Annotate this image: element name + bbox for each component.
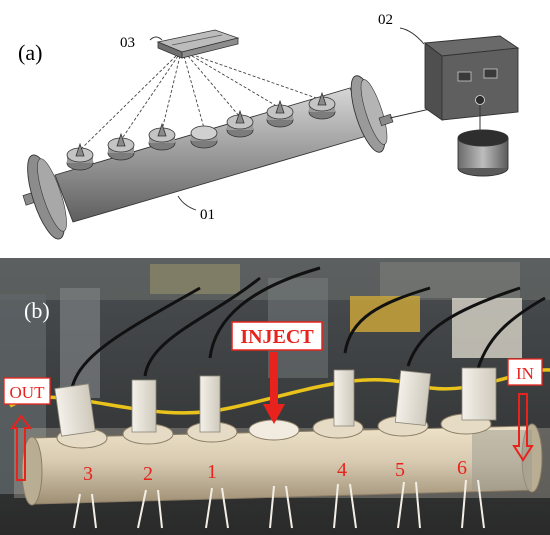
callout-pipe-label: 01: [200, 207, 215, 223]
sensor-numbers: 3 2 1 4 5 6: [83, 457, 467, 485]
panel-a-label: (a): [18, 40, 42, 65]
data-logger: [156, 29, 240, 59]
experimental-setup-photo: (b) INJECT: [0, 258, 550, 535]
schematic-diagram: (a) 03: [18, 12, 520, 240]
sensor-mount-3: [148, 122, 176, 151]
reservoir-bowl: [457, 129, 509, 177]
in-arrow: [512, 393, 534, 462]
sensor-number-6: 6: [457, 457, 467, 479]
panel-b-photo: (b) INJECT: [0, 258, 550, 535]
sensor-probe-1: [199, 375, 221, 433]
injection-port: [190, 125, 218, 149]
sensor-mount-4: [226, 109, 254, 138]
callout-controller-leader: [399, 27, 425, 45]
callout-pipe-leader: [177, 195, 197, 211]
inject-label: INJECT: [240, 326, 314, 348]
sensor-number-2: 2: [143, 463, 153, 485]
in-label: IN: [516, 364, 534, 383]
sensor-probe-2: [131, 379, 157, 433]
out-label-box: [3, 377, 51, 405]
out-label: OUT: [10, 383, 46, 402]
inject-label-box: [231, 321, 323, 351]
sensor-number-4: 4: [337, 459, 347, 481]
sensor-mount-6: [308, 91, 336, 120]
sensor-probe-4: [333, 369, 355, 427]
sensor-mount-2: [107, 132, 135, 161]
in-label-box: [507, 358, 543, 386]
sensor-mount-1: [66, 142, 94, 171]
panel-b-label: (b): [24, 298, 50, 323]
sensor-number-5: 5: [395, 459, 405, 481]
sensor-probe-5: [394, 370, 432, 426]
callout-logger-leader: [149, 36, 163, 41]
inject-arrow: [263, 352, 285, 424]
panel-a-schematic: (a) 03: [0, 0, 550, 252]
callout-controller-label: 02: [378, 12, 393, 28]
out-arrow: [10, 414, 32, 481]
controller-box: [423, 35, 520, 121]
signal-lines: [79, 55, 323, 151]
sensor-mount-5: [266, 99, 294, 128]
zip-ties: [73, 479, 485, 529]
sensor-probes: [54, 367, 497, 437]
sensor-number-3: 3: [83, 463, 93, 485]
sensor-probe-3: [54, 383, 96, 437]
sensor-probe-6: [461, 367, 497, 421]
callout-logger-label: 03: [120, 35, 135, 51]
sensor-cables: [70, 266, 546, 389]
sensor-number-1: 1: [207, 461, 217, 483]
sensor-mounts: [66, 91, 336, 171]
